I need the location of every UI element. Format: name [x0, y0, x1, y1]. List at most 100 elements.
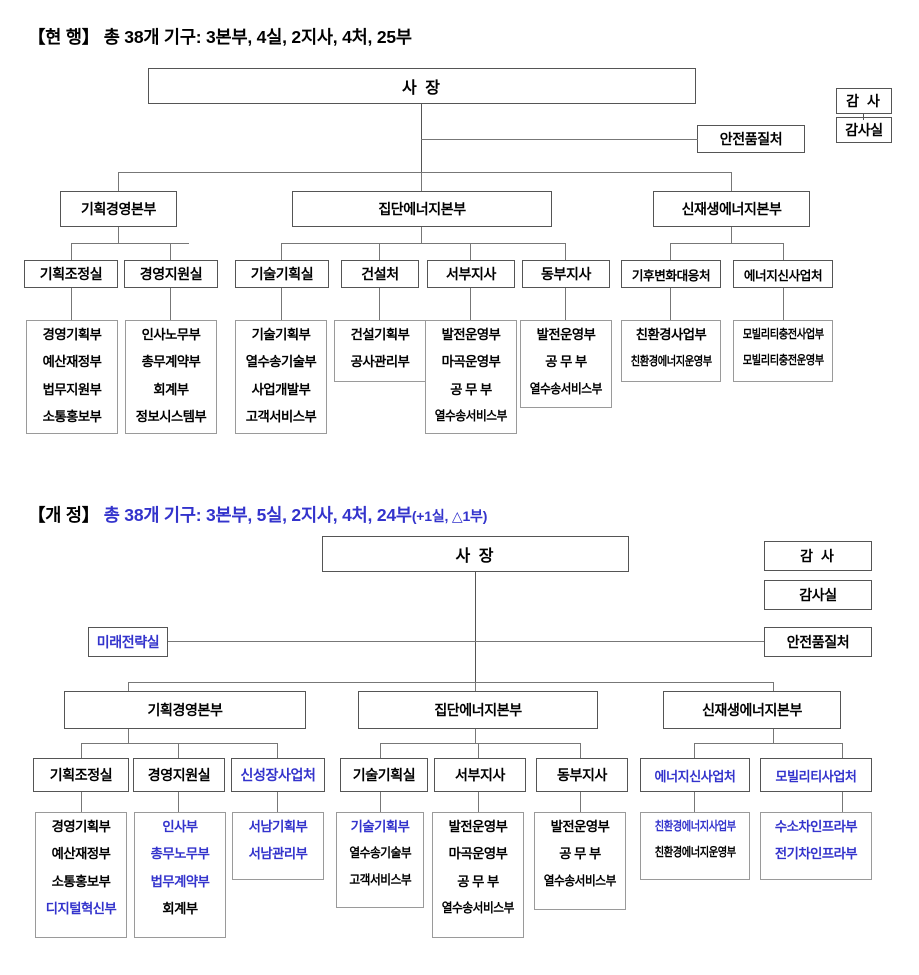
team-item: 기술기획부: [251, 327, 311, 342]
team-item: 친환경에너지운영부: [654, 845, 736, 860]
r-drop-2: [277, 743, 279, 758]
c-st-7: [783, 288, 785, 320]
current-chart-title: 【현 행】 총 38개 기구: 3본부, 4실, 2지사, 4처, 25부: [28, 24, 412, 49]
current-division-0[interactable]: 기획경영본부: [60, 191, 177, 227]
revised-division-1[interactable]: 집단에너지본부: [358, 691, 598, 729]
team-item: 예산재정부: [42, 354, 102, 370]
revised-office-5[interactable]: 동부지사: [536, 758, 628, 792]
r-st-4: [478, 792, 480, 812]
revised-ceo-box[interactable]: 사 장: [322, 536, 629, 572]
team-item: 회계부: [153, 381, 189, 397]
team-item: 법무지원부: [42, 381, 102, 397]
revised-office-4[interactable]: 서부지사: [434, 758, 526, 792]
current-teams-3: 건설기획부 공사관리부: [334, 320, 426, 382]
revised-future-strategy-label: 미래전략실: [96, 634, 160, 650]
c-drop-6: [670, 243, 672, 260]
current-office-2[interactable]: 기술기획실: [235, 260, 329, 288]
revised-staff-connector: [168, 641, 764, 643]
revised-teams-7: 수소차인프라부 전기차인프라부: [760, 812, 872, 880]
revised-teams-4: 발전운영부 마곡운영부 공 무 부 열수송서비스부: [432, 812, 524, 938]
team-item: 법무계약부: [150, 873, 210, 889]
current-division-1[interactable]: 집단에너지본부: [292, 191, 552, 227]
current-office-3[interactable]: 건설처: [341, 260, 419, 288]
team-item: 발전운영부: [441, 327, 501, 342]
current-safety-box[interactable]: 안전품질처: [697, 125, 805, 153]
c-bus-h-1: [281, 243, 566, 245]
current-teams-6: 친환경사업부 친환경에너지운영부: [621, 320, 721, 382]
r-bus-h-1: [380, 743, 580, 745]
team-item: 정보시스템부: [135, 408, 207, 424]
team-item: 공 무 부: [457, 873, 499, 889]
revised-teams-6: 친환경에너지사업부 친환경에너지운영부: [640, 812, 750, 880]
c-drop-1: [170, 243, 172, 260]
r-bus-v-2: [773, 729, 775, 743]
c-drop-0: [71, 243, 73, 260]
current-auditor-box[interactable]: 감 사: [836, 88, 892, 114]
r-drop-4: [478, 743, 480, 758]
c-drop-5: [565, 243, 567, 260]
revised-future-strategy-box[interactable]: 미래전략실: [88, 627, 168, 657]
current-division-bus: [118, 172, 732, 174]
current-title-prefix: 【현 행】: [28, 27, 100, 47]
c-drop-4: [470, 243, 472, 260]
revised-division-2[interactable]: 신재생에너지본부: [663, 691, 841, 729]
revised-auditor-box[interactable]: 감 사: [764, 541, 872, 571]
current-div-drop-3: [731, 172, 733, 192]
revised-office-7-label: 모빌리티사업처: [775, 768, 857, 784]
current-ceo-box[interactable]: 사 장: [148, 68, 696, 104]
team-item: 친환경에너지사업부: [654, 819, 736, 833]
team-item: 공 무 부: [450, 381, 492, 397]
revised-office-2-label: 신성장사업처: [240, 767, 316, 783]
current-division-2[interactable]: 신재생에너지본부: [653, 191, 810, 227]
team-item: 총무노무부: [150, 846, 210, 862]
c-st-6: [670, 288, 672, 320]
team-item: 경영기획부: [42, 327, 102, 342]
revised-division-0[interactable]: 기획경영본부: [64, 691, 306, 729]
team-item: 기술기획부: [350, 819, 410, 834]
revised-title-note: (+1실, △1부): [411, 508, 488, 524]
team-item: 열수송서비스부: [441, 900, 515, 915]
current-teams-0: 경영기획부 예산재정부 법무지원부 소통홍보부: [26, 320, 118, 434]
current-office-5[interactable]: 동부지사: [522, 260, 610, 288]
team-item: 예산재정부: [51, 846, 111, 862]
revised-office-0[interactable]: 기획조정실: [33, 758, 129, 792]
revised-office-7[interactable]: 모빌리티사업처: [760, 758, 872, 792]
c-bus-v-2: [731, 227, 733, 243]
revised-safety-box[interactable]: 안전품질처: [764, 627, 872, 657]
current-office-7[interactable]: 에너지신사업처: [733, 260, 833, 288]
revised-office-1[interactable]: 경영지원실: [133, 758, 225, 792]
team-item: 사업개발부: [251, 381, 311, 397]
revised-office-3[interactable]: 기술기획실: [340, 758, 428, 792]
r-st-5: [580, 792, 582, 812]
r-drop-6: [694, 743, 696, 758]
revised-title-rest: 총 38개 기구: 3본부, 5실, 2지사, 4처, 24부: [103, 505, 412, 525]
current-safety-connector: [421, 139, 698, 141]
current-office-0[interactable]: 기획조정실: [24, 260, 118, 288]
c-bus-h-2: [670, 243, 783, 245]
current-office-1[interactable]: 경영지원실: [124, 260, 218, 288]
revised-teams-3: 기술기획부 열수송기술부 고객서비스부: [336, 812, 424, 908]
current-office-4[interactable]: 서부지사: [427, 260, 515, 288]
r-st-7: [842, 792, 844, 812]
r-st-0: [81, 792, 83, 812]
current-ceo-trunk: [421, 104, 423, 172]
r-drop-0: [81, 743, 83, 758]
team-item: 소통홍보부: [42, 408, 102, 424]
r-st-6: [694, 792, 696, 812]
r-bus-v-1: [475, 729, 477, 743]
current-office-6[interactable]: 기후변화대응처: [621, 260, 721, 288]
current-div-drop-2: [421, 172, 423, 192]
revised-office-2[interactable]: 신성장사업처: [231, 758, 325, 792]
current-audit-office-box[interactable]: 감사실: [836, 117, 892, 143]
revised-audit-office-box[interactable]: 감사실: [764, 580, 872, 610]
team-item: 발전운영부: [550, 819, 610, 834]
revised-division-bus: [128, 682, 773, 684]
r-st-3: [380, 792, 382, 812]
r-st-1: [178, 792, 180, 812]
revised-office-6-label: 에너지신사업처: [654, 768, 736, 784]
r-bus-v-0: [128, 729, 130, 743]
current-teams-4: 발전운영부 마곡운영부 공 무 부 열수송서비스부: [425, 320, 517, 434]
c-drop-2: [281, 243, 283, 260]
current-div-drop-1: [118, 172, 120, 192]
revised-office-6[interactable]: 에너지신사업처: [640, 758, 750, 792]
